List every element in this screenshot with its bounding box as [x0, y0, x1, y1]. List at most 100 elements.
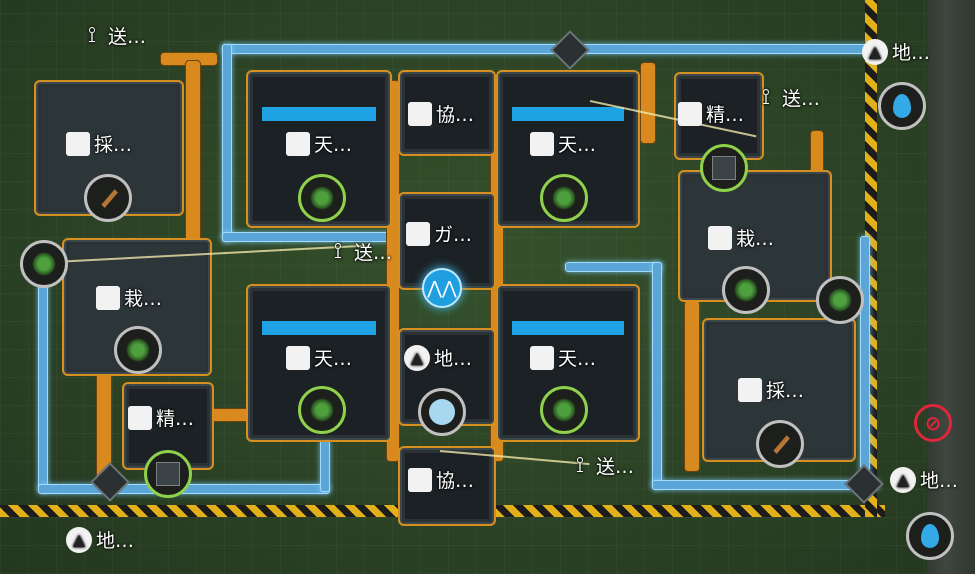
- refinery-icon: [678, 101, 702, 126]
- pipe-junction-right[interactable]: [844, 464, 884, 504]
- cube-icon: [156, 462, 180, 486]
- label-text: 精…: [156, 408, 195, 430]
- core-label[interactable]: ガ…: [406, 220, 472, 247]
- output-ring-cube-top-right[interactable]: [700, 144, 748, 192]
- prohibited-icon[interactable]: ⊘: [914, 404, 952, 442]
- output-ring-water-top-right[interactable]: [878, 82, 926, 130]
- water-icon: [429, 399, 455, 425]
- label-text: 地…: [920, 470, 959, 492]
- power-label-top-1[interactable]: 天…: [286, 130, 352, 157]
- output-ring-water-bottom-right[interactable]: [906, 512, 954, 560]
- tower-icon: ⟟: [333, 239, 343, 264]
- belt-right-vertical: [684, 300, 700, 472]
- pipe-top: [222, 44, 874, 54]
- ground-icon: ▲: [862, 38, 888, 65]
- crop-planter-label-right[interactable]: 採…: [738, 376, 804, 403]
- power-label-bottom-2[interactable]: 天…: [530, 344, 596, 371]
- plant-icon: [32, 252, 56, 276]
- pipe-right-loop-a: [565, 262, 662, 272]
- ore-icon: [101, 189, 118, 208]
- output-ring-gen-top-1[interactable]: [298, 174, 346, 222]
- water-icon: [893, 94, 911, 118]
- output-ring-ore-right[interactable]: [756, 420, 804, 468]
- hub-logo-icon[interactable]: ⋀⋀: [422, 268, 462, 308]
- plant-icon: [734, 278, 758, 302]
- crystal-icon: [310, 186, 334, 210]
- ground-label-center[interactable]: ▲地…: [404, 344, 472, 371]
- plant-icon: [828, 288, 852, 312]
- tower-icon: ⟟: [87, 23, 97, 48]
- label-text: 送…: [782, 88, 821, 110]
- output-ring-gen-bot-1[interactable]: [298, 386, 346, 434]
- power-icon: [530, 345, 554, 370]
- output-ring-gen-top-2[interactable]: [540, 174, 588, 222]
- label-text: 栽…: [124, 288, 163, 310]
- label-text: 精…: [706, 104, 745, 126]
- label-text: 協…: [436, 104, 475, 126]
- ground-label-top-right[interactable]: ▲地…: [862, 38, 930, 65]
- storage-icon: [408, 101, 432, 126]
- ore-icon: [773, 435, 790, 454]
- output-ring-plant-right-2[interactable]: [816, 276, 864, 324]
- power-icon: [530, 131, 554, 156]
- ground-icon: ▲: [66, 526, 92, 553]
- blue-stripe: [262, 321, 376, 335]
- belt-right-top: [640, 62, 656, 144]
- power-icon: [286, 131, 310, 156]
- plant-icon: [126, 338, 150, 362]
- label-text: 天…: [314, 348, 353, 370]
- power-label-bottom-1[interactable]: 天…: [286, 344, 352, 371]
- tower-icon: ⟟: [761, 85, 771, 110]
- water-icon: [921, 524, 939, 548]
- blue-stripe: [262, 107, 376, 121]
- pipe-right-loop-b: [652, 262, 662, 489]
- crop-planter-label-top[interactable]: 採…: [66, 130, 132, 157]
- refinery-label-top-right[interactable]: 精…: [678, 100, 744, 127]
- refinery-icon: [128, 405, 152, 430]
- label-text: 地…: [892, 42, 931, 64]
- warning-glyph: ⊘: [924, 411, 942, 435]
- fish-icon: [708, 225, 732, 250]
- aquaculture-label-right[interactable]: 栽…: [708, 224, 774, 251]
- fish-icon: [96, 285, 120, 310]
- output-ring-ore-top-left[interactable]: [84, 174, 132, 222]
- label-text: 送…: [108, 26, 147, 48]
- label-text: 協…: [436, 470, 475, 492]
- crystal-icon: [552, 398, 576, 422]
- transmitter-label-top-right[interactable]: ⟟ 送…: [754, 84, 820, 111]
- label-text: 送…: [354, 242, 393, 264]
- pipe-junction-top[interactable]: [550, 30, 590, 70]
- refinery-label-bottom-left[interactable]: 精…: [128, 404, 194, 431]
- power-generator-bottom-1[interactable]: [248, 286, 390, 440]
- label-text: 採…: [766, 380, 805, 402]
- power-label-top-2[interactable]: 天…: [530, 130, 596, 157]
- aquaculture-label-left[interactable]: 栽…: [96, 284, 162, 311]
- pipe-center-vertical: [320, 440, 330, 492]
- ground-icon: ▲: [404, 344, 430, 371]
- transmitter-label-center[interactable]: ⟟ 送…: [326, 238, 392, 265]
- label-text: 送…: [596, 456, 635, 478]
- transmitter-label-bottom[interactable]: ⟟送…: [568, 452, 634, 479]
- output-ring-plant-left[interactable]: [20, 240, 68, 288]
- pipe-left-vertical: [222, 44, 232, 242]
- crystal-icon: [552, 186, 576, 210]
- pipe-right-vertical: [860, 236, 870, 488]
- output-ring-plant-mid-left[interactable]: [114, 326, 162, 374]
- label-text: 天…: [314, 134, 353, 156]
- transmitter-label-top-left[interactable]: ⟟ 送…: [80, 22, 146, 49]
- belt-left-vertical: [185, 60, 201, 242]
- output-ring-gen-bot-2[interactable]: [540, 386, 588, 434]
- label-text: 採…: [94, 134, 133, 156]
- output-ring-water-center[interactable]: [418, 388, 466, 436]
- coop-label-top[interactable]: 協…: [408, 100, 474, 127]
- output-ring-plant-right-1[interactable]: [722, 266, 770, 314]
- ground-label-bottom-right[interactable]: ▲地…: [890, 466, 958, 493]
- coop-label-bottom[interactable]: 協…: [408, 466, 474, 493]
- label-text: 天…: [558, 134, 597, 156]
- ground-label-bottom-left[interactable]: ▲地…: [66, 526, 134, 553]
- core-icon: [406, 221, 430, 246]
- plant-icon: [66, 131, 90, 156]
- output-ring-cube-bottom-left[interactable]: [144, 450, 192, 498]
- label-text: 地…: [434, 348, 473, 370]
